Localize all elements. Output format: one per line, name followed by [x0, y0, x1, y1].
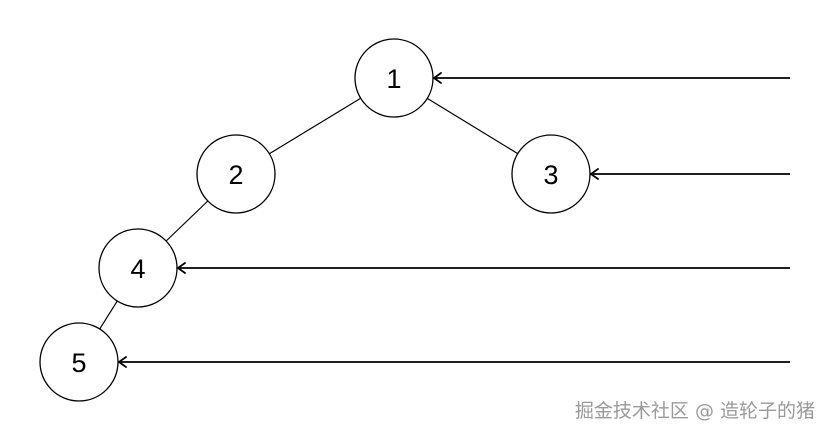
- tree-node-5: 5: [39, 322, 119, 402]
- level-pointer-arrow-1: [433, 72, 790, 84]
- tree-edges: [99, 97, 519, 330]
- node-circle: [39, 322, 119, 402]
- arrow-head: [118, 356, 127, 368]
- level-pointer-arrow-2: [590, 168, 790, 180]
- node-circle: [98, 228, 178, 308]
- node-label: 2: [228, 160, 243, 190]
- tree-node-2: 2: [196, 134, 276, 214]
- tree-node-4: 4: [98, 228, 178, 308]
- node-label: 4: [130, 254, 145, 284]
- watermark: 掘金技术社区 @ 造轮子的猪: [574, 400, 815, 422]
- level-pointer-arrows: [118, 72, 790, 368]
- node-circle: [354, 38, 434, 118]
- level-pointer-arrow-3: [177, 262, 790, 274]
- arrow-head: [177, 262, 186, 274]
- tree-nodes: 1 2 3 4 5: [39, 38, 591, 402]
- edge-2-4: [165, 200, 209, 242]
- tree-node-1: 1: [354, 38, 434, 118]
- node-label: 5: [71, 348, 86, 378]
- node-label: 3: [543, 160, 558, 190]
- node-circle: [511, 134, 591, 214]
- node-circle: [196, 134, 276, 214]
- edge-1-3: [426, 97, 519, 155]
- node-label: 1: [386, 64, 401, 94]
- edge-1-2: [269, 97, 361, 155]
- level-pointer-arrow-4: [118, 356, 790, 368]
- tree-node-3: 3: [511, 134, 591, 214]
- edge-4-5: [99, 300, 118, 330]
- arrow-head: [433, 72, 442, 84]
- arrow-head: [590, 168, 599, 180]
